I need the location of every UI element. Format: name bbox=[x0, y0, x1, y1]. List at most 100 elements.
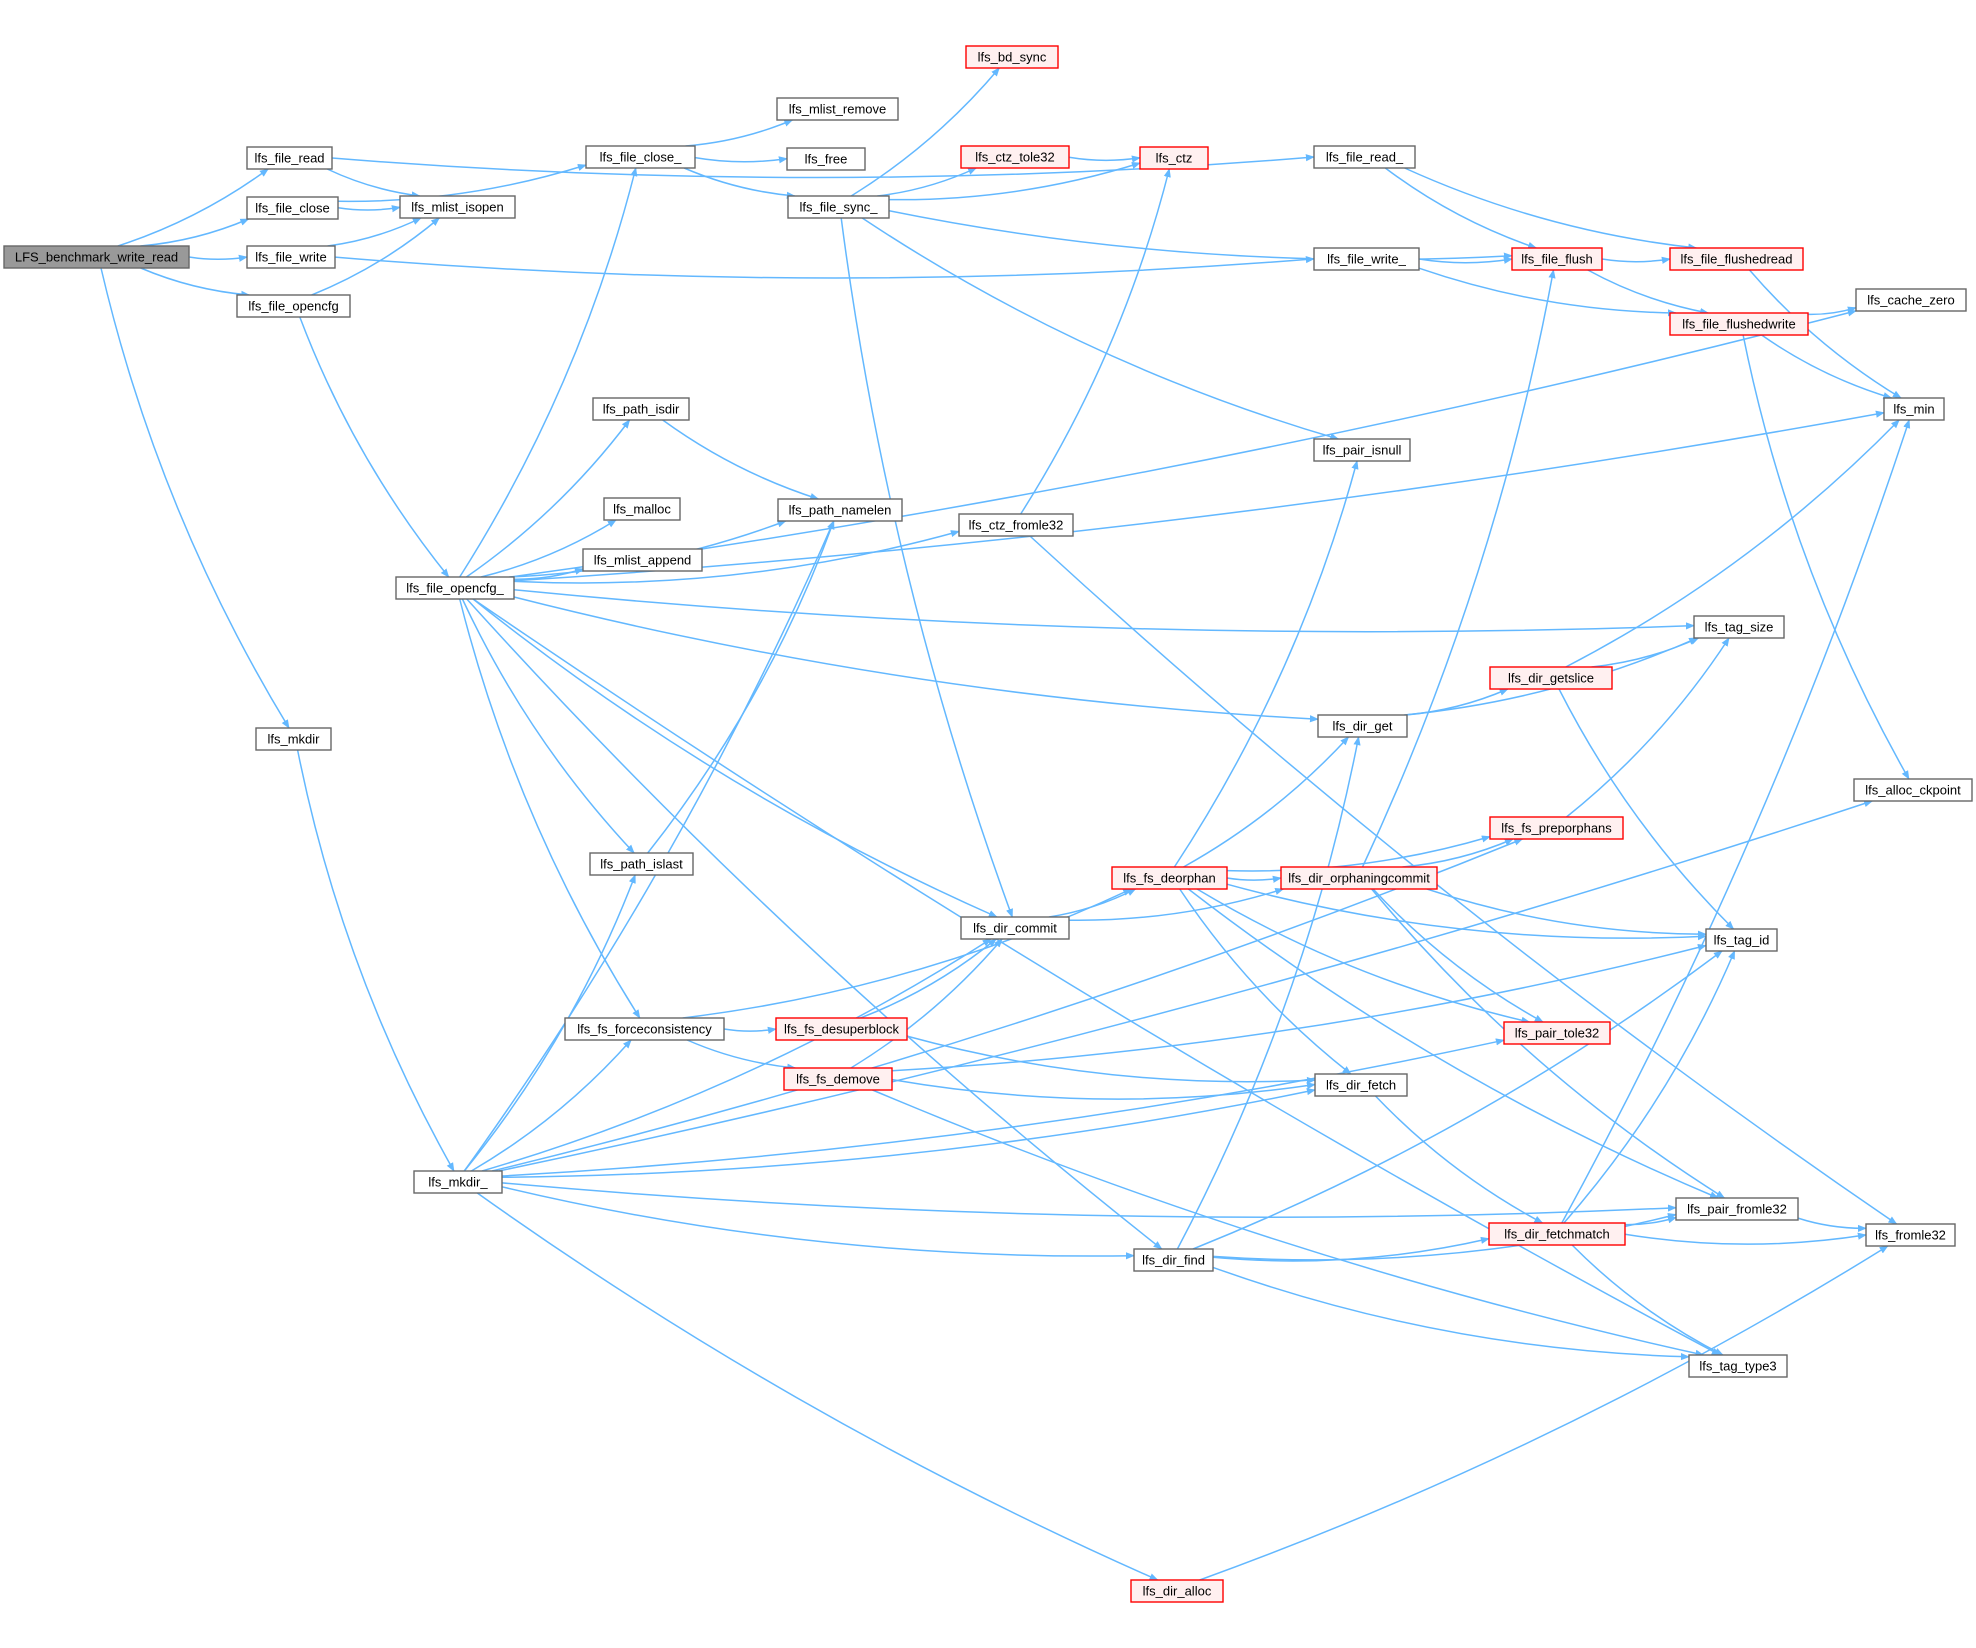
node-lfs_fs_demove[interactable]: lfs_fs_demove bbox=[783, 1067, 893, 1091]
node-lfs_dir_fetchmatch[interactable]: lfs_dir_fetchmatch bbox=[1488, 1222, 1626, 1246]
node-lfs_tag_id[interactable]: lfs_tag_id bbox=[1705, 928, 1778, 952]
node-lfs_ctz[interactable]: lfs_ctz bbox=[1139, 146, 1209, 170]
edge-lfs_fs_demove-to-lfs_dir_fetch bbox=[891, 1078, 1316, 1100]
node-box bbox=[592, 397, 690, 421]
node-lfs_dir_commit[interactable]: lfs_dir_commit bbox=[960, 916, 1070, 940]
node-label: lfs_mkdir bbox=[267, 732, 320, 747]
edge-lfs_fs_deorphan-to-lfs_fs_preporphans bbox=[1226, 835, 1491, 872]
node-box bbox=[564, 1017, 725, 1041]
node-label: lfs_dir_fetchmatch bbox=[1504, 1227, 1610, 1242]
node-box bbox=[585, 145, 696, 169]
node-lfs_tag_size[interactable]: lfs_tag_size bbox=[1693, 615, 1785, 639]
node-lfs_fromle32[interactable]: lfs_fromle32 bbox=[1865, 1223, 1956, 1247]
edge-lfs_file_read-to-lfs_mlist_isopen bbox=[326, 168, 421, 199]
edge-lfs_file_write-to-lfs_mlist_isopen bbox=[327, 217, 422, 247]
node-box bbox=[246, 245, 336, 269]
node-lfs_cache_zero[interactable]: lfs_cache_zero bbox=[1855, 288, 1967, 312]
node-lfs_file_sync_[interactable]: lfs_file_sync_ bbox=[787, 195, 890, 219]
node-lfs_file_flush[interactable]: lfs_file_flush bbox=[1511, 247, 1603, 271]
node-label: lfs_file_opencfg_ bbox=[406, 581, 504, 596]
edge-lfs_ctz_fromle32-to-lfs_ctz bbox=[1020, 168, 1171, 515]
node-box bbox=[960, 145, 1070, 169]
node-box bbox=[1133, 1248, 1214, 1272]
node-lfs_tag_type3[interactable]: lfs_tag_type3 bbox=[1688, 1354, 1788, 1378]
node-lfs_path_namelen[interactable]: lfs_path_namelen bbox=[777, 498, 903, 522]
node-lfs_fs_desuperblock[interactable]: lfs_fs_desuperblock bbox=[775, 1017, 908, 1041]
node-lfs_pair_tole32[interactable]: lfs_pair_tole32 bbox=[1503, 1021, 1611, 1045]
edge-lfs_fs_demove-to-lfs_tag_id bbox=[891, 944, 1707, 1072]
node-lfs_file_close_[interactable]: lfs_file_close_ bbox=[585, 145, 696, 169]
node-lfs_file_opencfg_[interactable]: lfs_file_opencfg_ bbox=[395, 576, 515, 600]
node-LFS_benchmark_write_read[interactable]: LFS_benchmark_write_read bbox=[3, 245, 190, 269]
edge-lfs_file_write_-to-lfs_file_flushedwrite bbox=[1418, 267, 1677, 317]
node-label: lfs_tag_size bbox=[1705, 620, 1774, 635]
node-box bbox=[1669, 312, 1809, 336]
node-lfs_ctz_fromle32[interactable]: lfs_ctz_fromle32 bbox=[958, 513, 1074, 537]
node-lfs_file_read[interactable]: lfs_file_read bbox=[246, 146, 333, 170]
edge-lfs_fs_forceconsistency-to-lfs_fs_desuperblock bbox=[723, 1026, 777, 1034]
node-label: lfs_tag_type3 bbox=[1699, 1359, 1776, 1374]
node-lfs_dir_fetch[interactable]: lfs_dir_fetch bbox=[1314, 1073, 1408, 1097]
node-lfs_free[interactable]: lfs_free bbox=[786, 147, 866, 171]
node-lfs_file_flushedwrite[interactable]: lfs_file_flushedwrite bbox=[1669, 312, 1809, 336]
node-box bbox=[1489, 666, 1613, 690]
node-box bbox=[1111, 866, 1228, 890]
edge-LFS_benchmark_write_read-to-lfs_file_write bbox=[188, 254, 248, 262]
node-lfs_file_write[interactable]: lfs_file_write bbox=[246, 245, 336, 269]
node-lfs_pair_fromle32[interactable]: lfs_pair_fromle32 bbox=[1675, 1197, 1799, 1221]
node-lfs_dir_alloc[interactable]: lfs_dir_alloc bbox=[1130, 1579, 1224, 1603]
node-label: lfs_dir_fetch bbox=[1326, 1078, 1396, 1093]
node-box bbox=[777, 498, 903, 522]
node-lfs_fs_deorphan[interactable]: lfs_fs_deorphan bbox=[1111, 866, 1228, 890]
node-lfs_malloc[interactable]: lfs_malloc bbox=[603, 497, 681, 521]
node-label: LFS_benchmark_write_read bbox=[15, 250, 178, 265]
node-lfs_mkdir_[interactable]: lfs_mkdir_ bbox=[413, 1170, 503, 1194]
node-lfs_min[interactable]: lfs_min bbox=[1883, 397, 1945, 421]
node-lfs_fs_preporphans[interactable]: lfs_fs_preporphans bbox=[1489, 816, 1624, 840]
node-lfs_file_opencfg[interactable]: lfs_file_opencfg bbox=[236, 294, 351, 318]
node-label: lfs_file_write_ bbox=[1327, 252, 1407, 267]
node-box bbox=[1317, 714, 1408, 738]
node-lfs_path_isdir[interactable]: lfs_path_isdir bbox=[592, 397, 690, 421]
node-box bbox=[1280, 866, 1438, 890]
edge-lfs_fs_deorphan-to-lfs_dir_get bbox=[1183, 736, 1350, 868]
edge-lfs_fs_preporphans-to-lfs_tag_size bbox=[1566, 637, 1730, 818]
edge-lfs_dir_orphaningcommit-to-lfs_fs_preporphans bbox=[1402, 838, 1514, 868]
node-lfs_dir_find[interactable]: lfs_dir_find bbox=[1133, 1248, 1214, 1272]
node-lfs_alloc_ckpoint[interactable]: lfs_alloc_ckpoint bbox=[1853, 778, 1973, 802]
edge-lfs_file_close_-to-lfs_mlist_remove bbox=[685, 119, 794, 147]
node-lfs_dir_get[interactable]: lfs_dir_get bbox=[1317, 714, 1408, 738]
node-lfs_file_close[interactable]: lfs_file_close bbox=[246, 196, 339, 220]
node-box bbox=[1675, 1197, 1799, 1221]
node-box bbox=[786, 147, 866, 171]
node-label: lfs_pair_isnull bbox=[1323, 443, 1402, 458]
node-box bbox=[255, 727, 332, 751]
edge-lfs_file_sync_-to-lfs_ctz bbox=[888, 161, 1141, 201]
node-label: lfs_malloc bbox=[613, 502, 671, 517]
node-lfs_mlist_remove[interactable]: lfs_mlist_remove bbox=[776, 97, 899, 121]
node-label: lfs_dir_getslice bbox=[1508, 671, 1594, 686]
node-lfs_path_islast[interactable]: lfs_path_islast bbox=[589, 852, 694, 876]
edge-lfs_mkdir_-to-lfs_fs_preporphans bbox=[491, 838, 1524, 1172]
node-lfs_dir_orphaningcommit[interactable]: lfs_dir_orphaningcommit bbox=[1280, 866, 1438, 890]
node-box bbox=[1503, 1021, 1611, 1045]
node-lfs_pair_isnull[interactable]: lfs_pair_isnull bbox=[1313, 438, 1411, 462]
node-lfs_ctz_tole32[interactable]: lfs_ctz_tole32 bbox=[960, 145, 1070, 169]
edge-lfs_file_opencfg_-to-lfs_malloc bbox=[480, 519, 617, 578]
node-lfs_mlist_append[interactable]: lfs_mlist_append bbox=[582, 548, 703, 572]
node-box bbox=[1139, 146, 1209, 170]
edge-lfs_file_read_-to-lfs_file_flushedread bbox=[1404, 167, 1698, 251]
node-lfs_bd_sync[interactable]: lfs_bd_sync bbox=[965, 45, 1059, 69]
node-lfs_mlist_isopen[interactable]: lfs_mlist_isopen bbox=[399, 195, 516, 219]
node-lfs_dir_getslice[interactable]: lfs_dir_getslice bbox=[1489, 666, 1613, 690]
node-box bbox=[958, 513, 1074, 537]
node-lfs_fs_forceconsistency[interactable]: lfs_fs_forceconsistency bbox=[564, 1017, 725, 1041]
edge-lfs_dir_fetchmatch-to-lfs_fromle32 bbox=[1624, 1232, 1867, 1245]
node-box bbox=[1853, 778, 1973, 802]
node-label: lfs_mkdir_ bbox=[428, 1175, 488, 1190]
node-lfs_file_read_[interactable]: lfs_file_read_ bbox=[1313, 145, 1416, 169]
node-lfs_file_flushedread[interactable]: lfs_file_flushedread bbox=[1669, 247, 1804, 271]
node-label: lfs_tag_id bbox=[1714, 933, 1770, 948]
node-lfs_file_write_[interactable]: lfs_file_write_ bbox=[1313, 247, 1420, 271]
node-lfs_mkdir[interactable]: lfs_mkdir bbox=[255, 727, 332, 751]
